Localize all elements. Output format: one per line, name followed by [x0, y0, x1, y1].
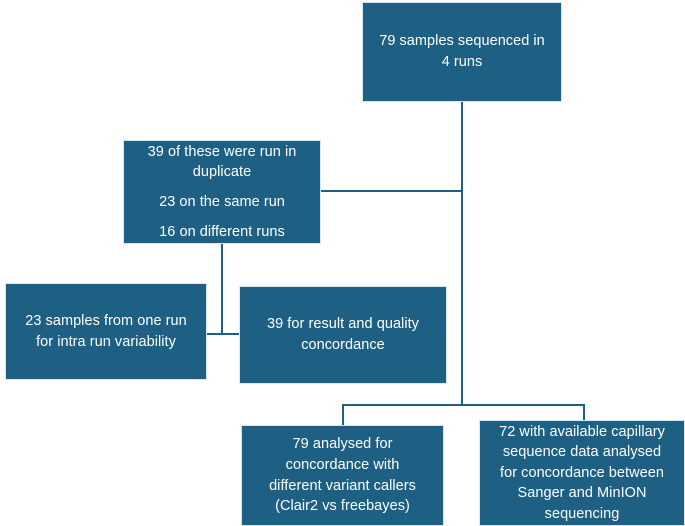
intra-run-variability-text: 23 samples from one run for intra run va…: [25, 312, 187, 350]
connector-split-left: [342, 404, 344, 426]
connector-duplicate-down: [221, 243, 223, 335]
duplicate-runs-text: 39 of these were run in duplicate 23 on …: [147, 143, 297, 240]
result-quality-concordance-box[interactable]: 39 for result and quality concordance: [239, 286, 447, 384]
result-quality-concordance-text: 39 for result and quality concordance: [267, 316, 419, 353]
connector-split-right: [583, 404, 585, 421]
samples-sequenced-text: 79 samples sequenced in 4 runs: [379, 33, 545, 70]
connector-duplicate-to-trunk: [321, 190, 463, 192]
intra-run-variability-box[interactable]: 23 samples from one run for intra run va…: [5, 283, 207, 380]
connector-intra-concordance-bar: [206, 333, 239, 335]
variant-caller-concordance-box[interactable]: 79 analysed for concordance with differe…: [241, 425, 444, 526]
capillary-sanger-concordance-text: 72 with available capillary sequence dat…: [499, 423, 665, 522]
connector-top-trunk: [461, 101, 463, 405]
capillary-sanger-concordance-box[interactable]: 72 with available capillary sequence dat…: [479, 420, 685, 526]
variant-caller-concordance-text: 79 analysed for concordance with differe…: [269, 436, 416, 515]
connector-split-bar: [342, 404, 585, 406]
duplicate-runs-box[interactable]: 39 of these were run in duplicate 23 on …: [123, 140, 321, 244]
samples-sequenced-box[interactable]: 79 samples sequenced in 4 runs: [362, 2, 562, 102]
